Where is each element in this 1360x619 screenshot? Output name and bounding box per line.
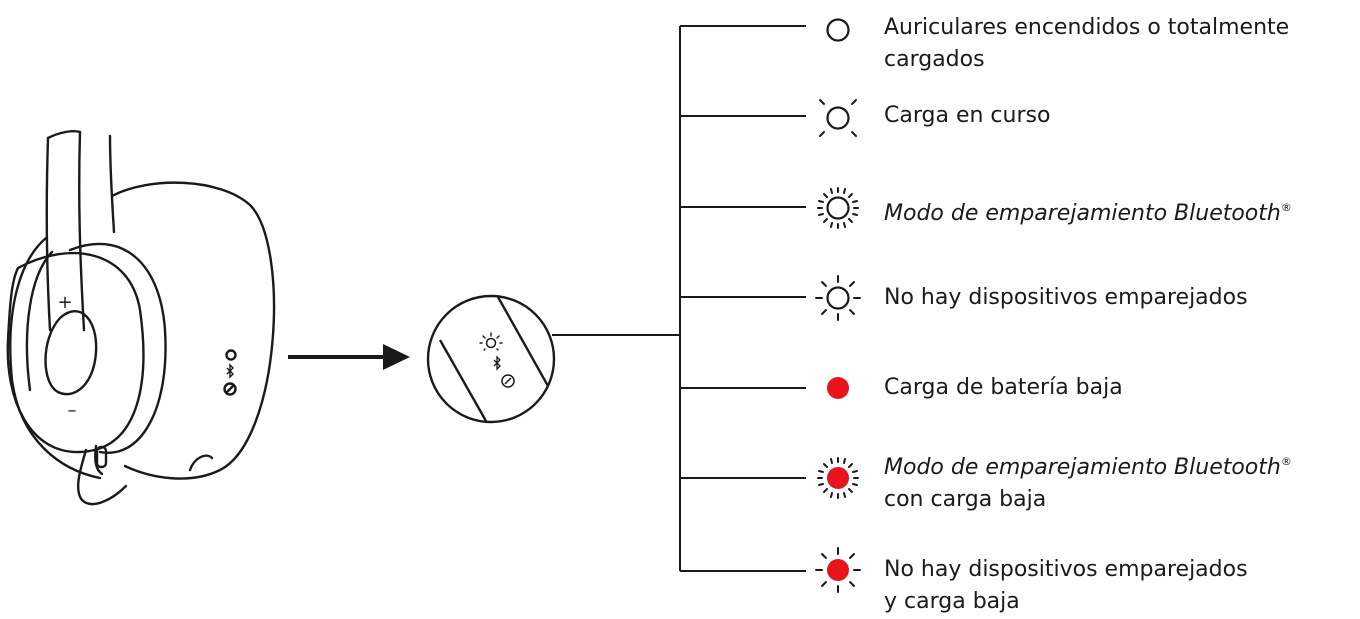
zoom-detail-circle xyxy=(426,294,556,424)
led-white-pulse-icon xyxy=(819,99,857,137)
volume-down-symbol: – xyxy=(68,400,77,421)
legend-label-pairing: Modo de emparejamiento Bluetooth® xyxy=(884,201,1292,226)
headset-illustration xyxy=(6,130,276,506)
legend-label-charging: Carga en curso xyxy=(884,103,1051,128)
legend-label-low-battery: Carga de batería baja xyxy=(884,375,1123,400)
led-red-slow-blink-icon xyxy=(815,547,861,593)
legend-label-no-devices: No hay dispositivos emparejados xyxy=(884,285,1248,310)
bluetooth-icon xyxy=(226,363,234,379)
led-red-solid-icon xyxy=(827,377,849,399)
legend-label-no-devices-low: No hay dispositivos emparejados y carga … xyxy=(884,557,1248,614)
arrow-icon xyxy=(288,344,410,370)
led-white-slow-blink-icon xyxy=(815,275,861,321)
led-red-fast-blink-icon xyxy=(817,457,859,499)
volume-up-symbol: + xyxy=(57,292,72,313)
legend-label-pairing-low: Modo de emparejamiento Bluetooth® con ca… xyxy=(884,455,1292,512)
legend-label-on-charged: Auriculares encendidos o totalmente carg… xyxy=(884,15,1290,72)
connector-lines xyxy=(552,25,806,572)
led-white-fast-blink-icon xyxy=(817,187,859,229)
led-white-solid-icon xyxy=(826,18,850,42)
